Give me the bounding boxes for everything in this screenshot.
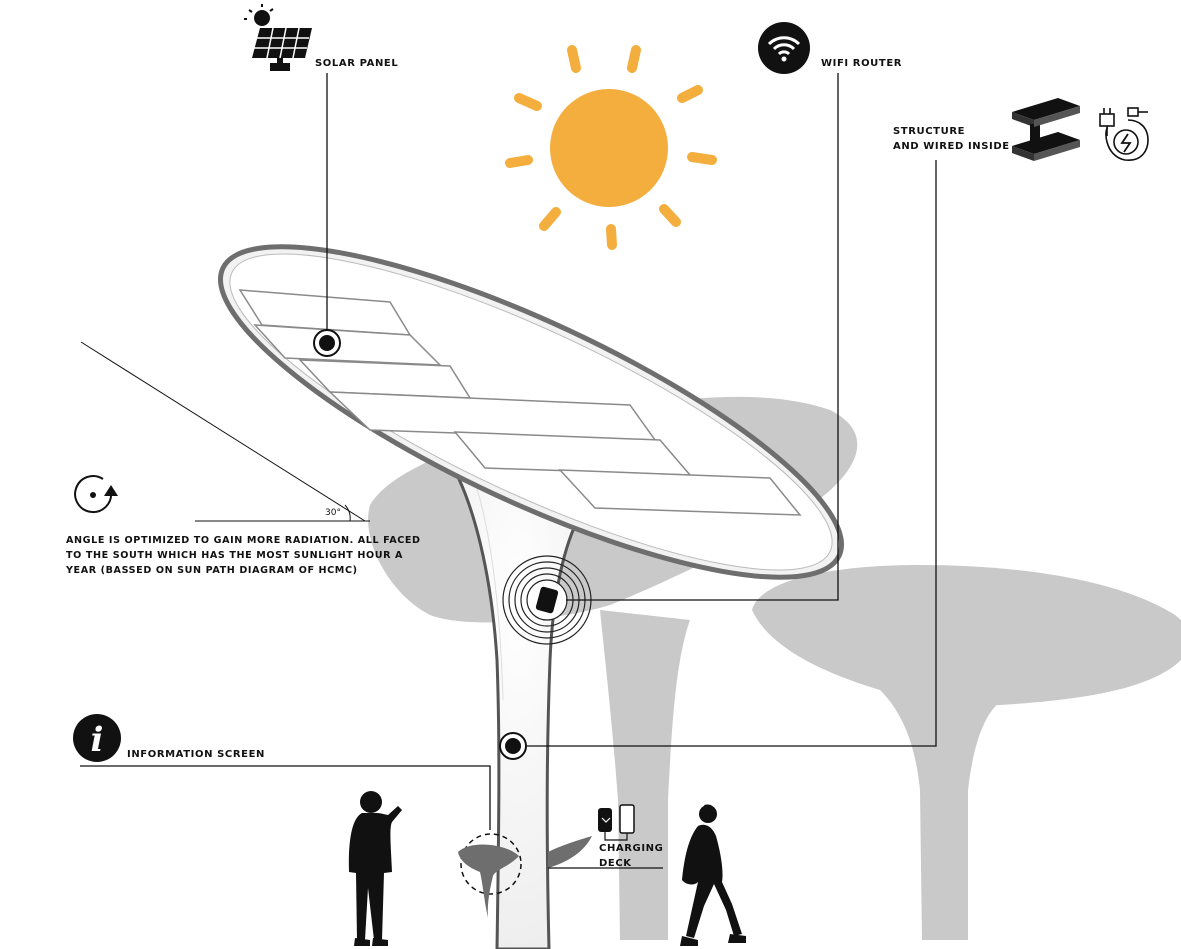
info-icon: i (73, 714, 121, 762)
structure-label-line2: AND WIRED INSIDE (893, 141, 1010, 152)
shadow-trunk-middle (600, 610, 690, 940)
shadow-canopy-right (752, 565, 1181, 706)
info-icon-glyph: i (91, 720, 104, 760)
person-silhouette-right (680, 804, 746, 946)
information-screen-label: INFORMATION SCREEN (127, 749, 266, 760)
structure-label-line1: STRUCTURE (893, 126, 966, 137)
angle-description: ANGLE IS OPTIMIZED TO GAIN MORE RADIATIO… (66, 535, 421, 576)
phone-charging-icon (598, 804, 635, 841)
angle-degree-label: 30° (325, 508, 341, 518)
wifi-router-label: WIFI ROUTER (821, 58, 903, 69)
angle-indicator (80, 341, 370, 522)
rotate-icon (74, 475, 118, 514)
power-plug-icon (1099, 107, 1149, 161)
pole-body (444, 454, 592, 949)
leader-lines (80, 73, 937, 869)
street-tree-pole (444, 454, 592, 949)
steel-beam-icon (1012, 98, 1080, 161)
structure-label: STRUCTURE AND WIRED INSIDE (893, 124, 1010, 154)
sun-disc (550, 89, 668, 207)
charging-deck (458, 833, 592, 918)
solar-panel-cells (238, 289, 802, 516)
solar-panel-icon (244, 4, 312, 71)
callout-markers (313, 329, 527, 760)
solar-panel-label: SOLAR PANEL (315, 58, 399, 69)
shadow-trunk-right (880, 690, 1010, 940)
charging-deck-label-line2: DECK (599, 858, 632, 869)
info-screen-highlight (460, 833, 522, 895)
charging-deck-label-line1: CHARGING (599, 843, 664, 854)
info-screen-panel (458, 844, 519, 918)
sun (505, 45, 717, 250)
charging-deck-shelf (548, 836, 592, 868)
charging-deck-label: CHARGING DECK (599, 841, 663, 871)
wifi-icon (758, 22, 810, 74)
person-silhouette-left (348, 791, 402, 946)
solar-canopy (218, 244, 844, 580)
